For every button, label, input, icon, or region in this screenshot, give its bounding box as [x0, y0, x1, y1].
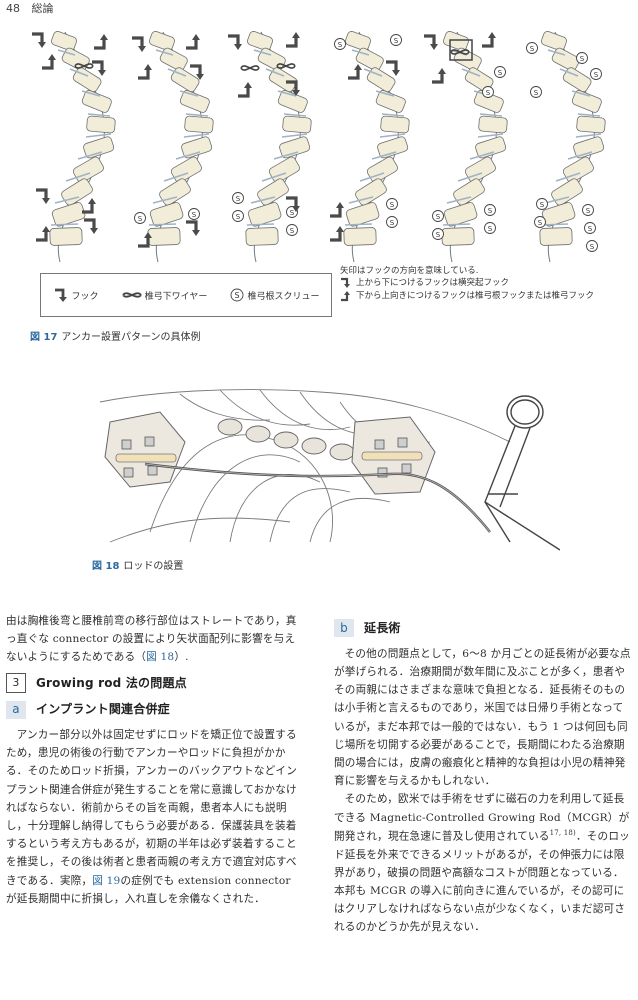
subsection-a-heading: a インプラント関連合併症	[6, 699, 304, 720]
figure-18-rod-illustration	[99, 389, 560, 551]
hook-up-icon	[341, 290, 350, 301]
legend-screw: S 椎弓根スクリュー	[230, 288, 319, 302]
subsection-title: インプラント関連合併症	[36, 702, 170, 717]
figure-18-ref[interactable]: 図 18	[146, 651, 175, 664]
section-title: Growing rod 法の問題点	[36, 675, 187, 690]
mcgr-paragraph: そのため，欧米では手術をせずに磁石の力を利用して延長できる Magnetic-C…	[334, 793, 630, 934]
subsection-b-heading: b 延長術	[334, 618, 632, 639]
subsection-badge: b	[334, 619, 354, 638]
hook-down-icon	[341, 278, 350, 289]
svg-text:S: S	[235, 291, 240, 300]
section-3-heading: 3 Growing rod 法の問題点	[6, 672, 304, 694]
hook-icon	[54, 288, 67, 302]
wire-icon	[121, 292, 142, 298]
subsection-badge: a	[6, 700, 26, 719]
section-number: 3	[6, 672, 26, 693]
page-header: 48 総論	[6, 0, 62, 16]
figure-17-note: 矢印はフックの方向を意味している. 上から下につけるフックは横突起フック 下から…	[340, 266, 595, 301]
figure-17-spine-diagrams: S	[30, 29, 607, 263]
subsection-title: 延長術	[364, 621, 401, 635]
legend-wire: 椎弓下ワイヤー	[121, 289, 207, 302]
section-name: 総論	[31, 2, 54, 15]
extension-paragraph: その他の問題点として，6～8 か月ごとの延長術が必要な点が挙げられる．治療期間が…	[334, 647, 631, 788]
figure-17-legend: フック 椎弓下ワイヤー S 椎弓根スクリュー	[40, 273, 332, 317]
right-column: b 延長術 その他の問題点として，6～8 か月ごとの延長術が必要な点が挙げられる…	[334, 618, 632, 937]
reference-superscript: 17, 18)	[549, 828, 576, 837]
page-number: 48	[6, 2, 20, 15]
figure-19-ref[interactable]: 図 19	[92, 874, 121, 887]
screw-icon: S	[230, 288, 244, 302]
implant-paragraph: アンカー部分以外は固定せずにロッドを矯正位で設置するため，患児の術後の行動でアン…	[6, 728, 298, 905]
legend-hook: フック	[53, 287, 99, 303]
intro-paragraph: 由は胸椎後弯と腰椎前弯の移行部位はストレートであり，真っ直ぐな connecto…	[6, 615, 297, 664]
left-column: 由は胸椎後弯と腰椎前弯の移行部位はストレートであり，真っ直ぐな connecto…	[6, 612, 304, 908]
